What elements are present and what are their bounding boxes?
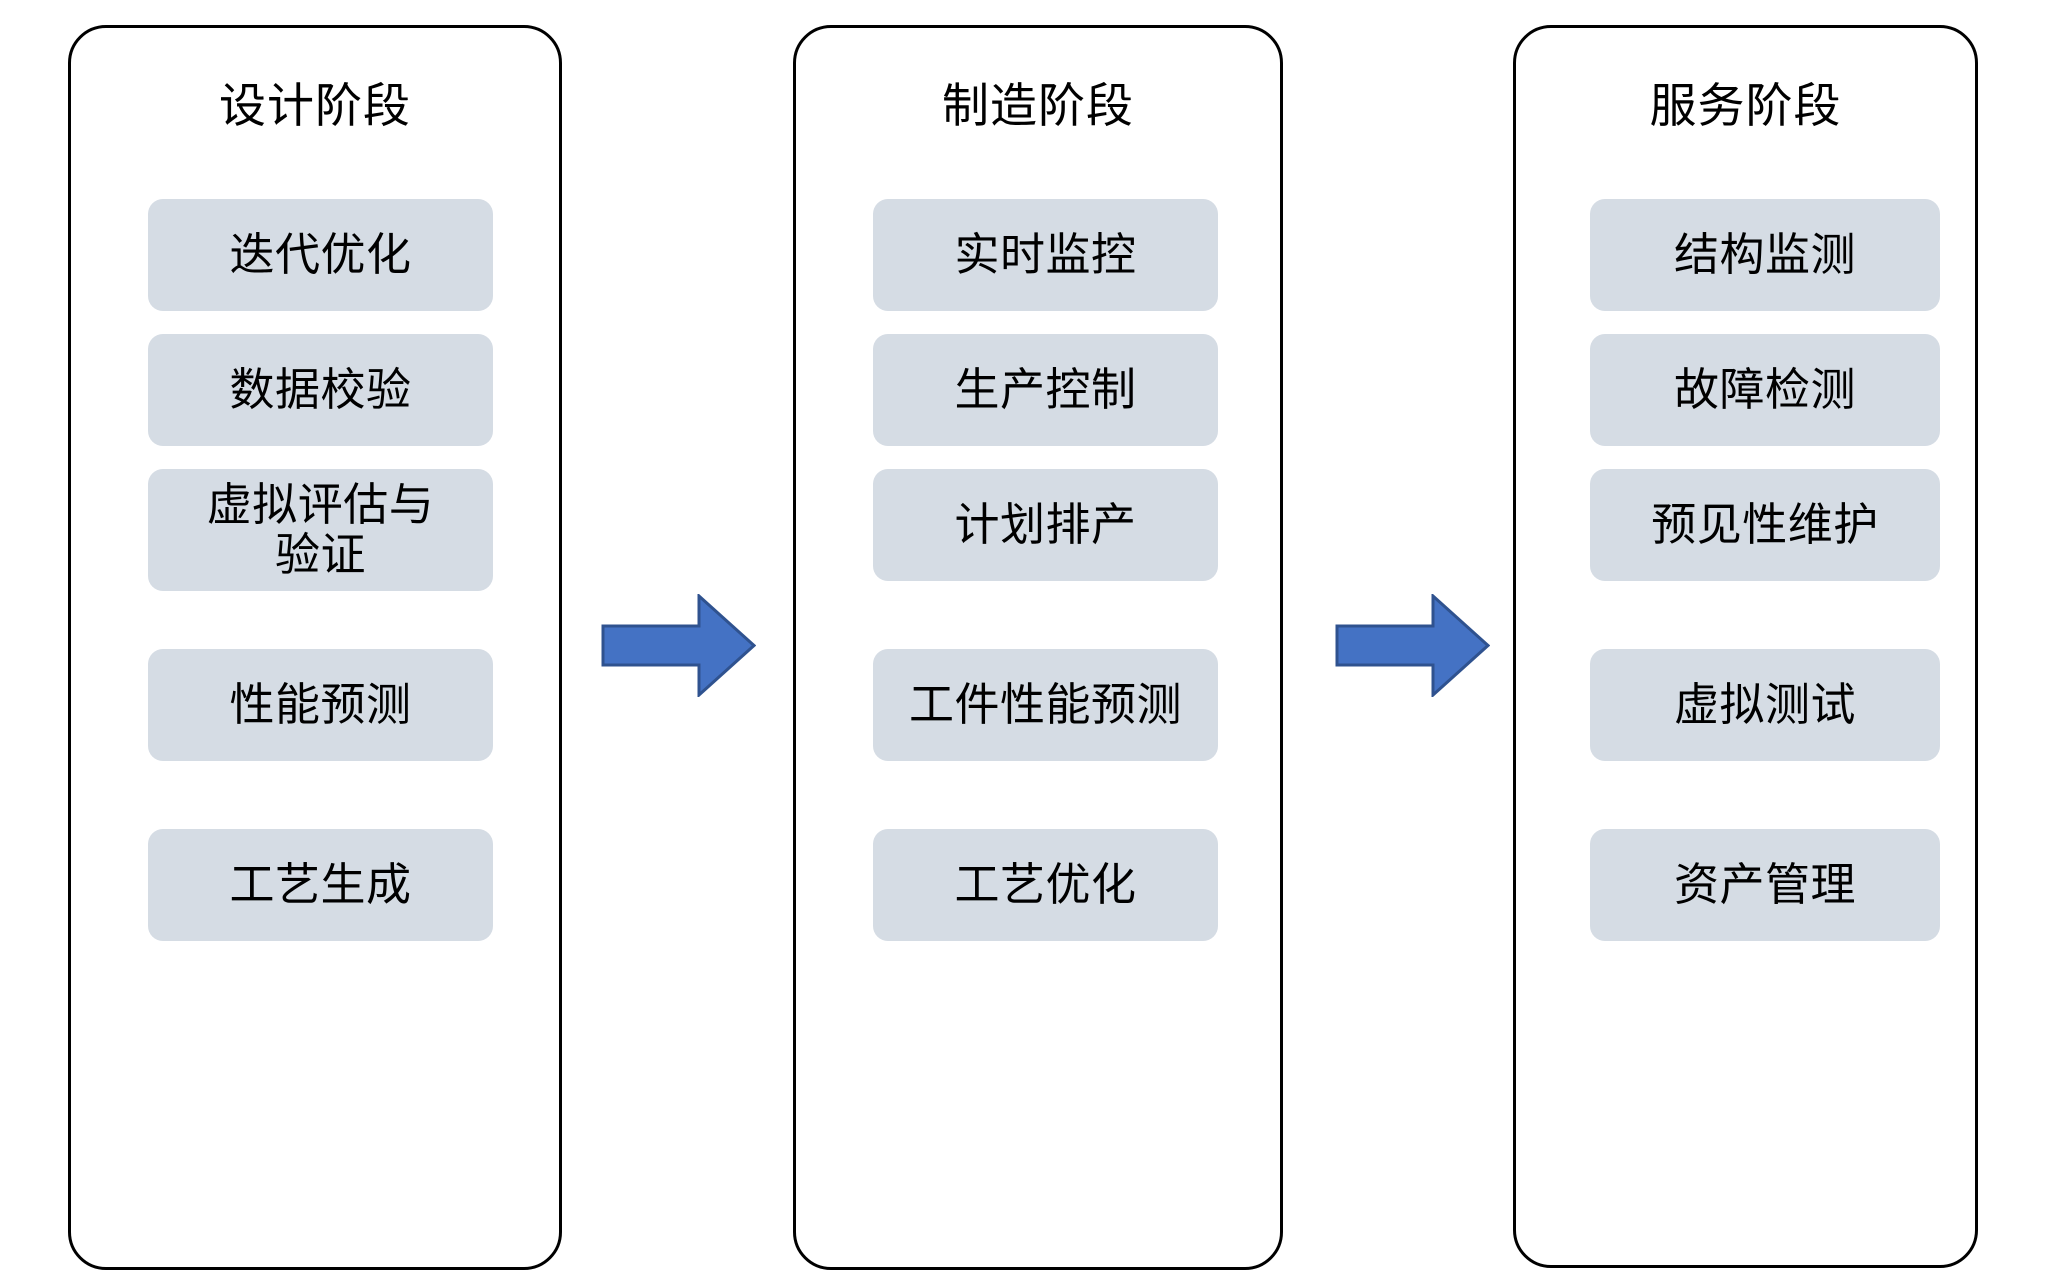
stage-item-service-1[interactable]: 故障检测 bbox=[1590, 334, 1940, 446]
stage-item-design-2[interactable]: 虚拟评估与验证 bbox=[148, 469, 493, 591]
stage-item-design-1[interactable]: 数据校验 bbox=[148, 334, 493, 446]
stage-item-service-4[interactable]: 资产管理 bbox=[1590, 829, 1940, 941]
stage-item-label: 结构监测 bbox=[1673, 228, 1856, 280]
stage-item-label: 虚拟评估与验证 bbox=[206, 478, 435, 580]
stage-item-service-2[interactable]: 预见性维护 bbox=[1590, 469, 1940, 581]
right-block-arrow-icon bbox=[1335, 594, 1490, 697]
stage-item-label: 生产控制 bbox=[954, 363, 1137, 415]
stage-title-service: 服务阶段 bbox=[1649, 79, 1842, 132]
arrow-design-to-manufacturing bbox=[601, 594, 756, 697]
stage-item-design-3[interactable]: 性能预测 bbox=[148, 649, 493, 761]
stage-item-label: 实时监控 bbox=[954, 228, 1137, 280]
stage-item-manufacturing-2[interactable]: 计划排产 bbox=[873, 469, 1218, 581]
stage-item-manufacturing-1[interactable]: 生产控制 bbox=[873, 334, 1218, 446]
stage-item-service-3[interactable]: 虚拟测试 bbox=[1590, 649, 1940, 761]
stage-item-label: 计划排产 bbox=[954, 498, 1137, 550]
stage-item-label: 工艺生成 bbox=[229, 858, 412, 910]
stage-panel-service: 服务阶段 结构监测 故障检测 预见性维护 虚拟测试 资产管理 bbox=[1513, 25, 1978, 1268]
stage-title-manufacturing: 制造阶段 bbox=[942, 79, 1134, 132]
stage-item-manufacturing-3[interactable]: 工件性能预测 bbox=[873, 649, 1218, 761]
stage-item-manufacturing-4[interactable]: 工艺优化 bbox=[873, 829, 1218, 941]
stage-item-manufacturing-0[interactable]: 实时监控 bbox=[873, 199, 1218, 311]
stage-item-label: 性能预测 bbox=[229, 678, 412, 730]
stage-item-label: 工件性能预测 bbox=[908, 678, 1182, 730]
stage-item-label: 故障检测 bbox=[1673, 363, 1856, 415]
right-block-arrow-icon bbox=[601, 594, 756, 697]
stage-panel-manufacturing: 制造阶段 实时监控 生产控制 计划排产 工件性能预测 工艺优化 bbox=[793, 25, 1283, 1270]
stage-item-label: 工艺优化 bbox=[954, 858, 1137, 910]
stage-panel-design: 设计阶段 迭代优化 数据校验 虚拟评估与验证 性能预测 工艺生成 bbox=[68, 25, 562, 1270]
stage-item-label: 迭代优化 bbox=[229, 228, 412, 280]
stage-item-label: 资产管理 bbox=[1673, 858, 1856, 910]
stage-item-label: 预见性维护 bbox=[1651, 498, 1879, 550]
stage-item-design-4[interactable]: 工艺生成 bbox=[148, 829, 493, 941]
stage-item-service-0[interactable]: 结构监测 bbox=[1590, 199, 1940, 311]
stage-item-label: 虚拟测试 bbox=[1673, 678, 1856, 730]
arrow-manufacturing-to-service bbox=[1335, 594, 1490, 697]
stage-item-design-0[interactable]: 迭代优化 bbox=[148, 199, 493, 311]
stage-item-label: 数据校验 bbox=[229, 363, 412, 415]
stage-title-design: 设计阶段 bbox=[219, 79, 411, 132]
